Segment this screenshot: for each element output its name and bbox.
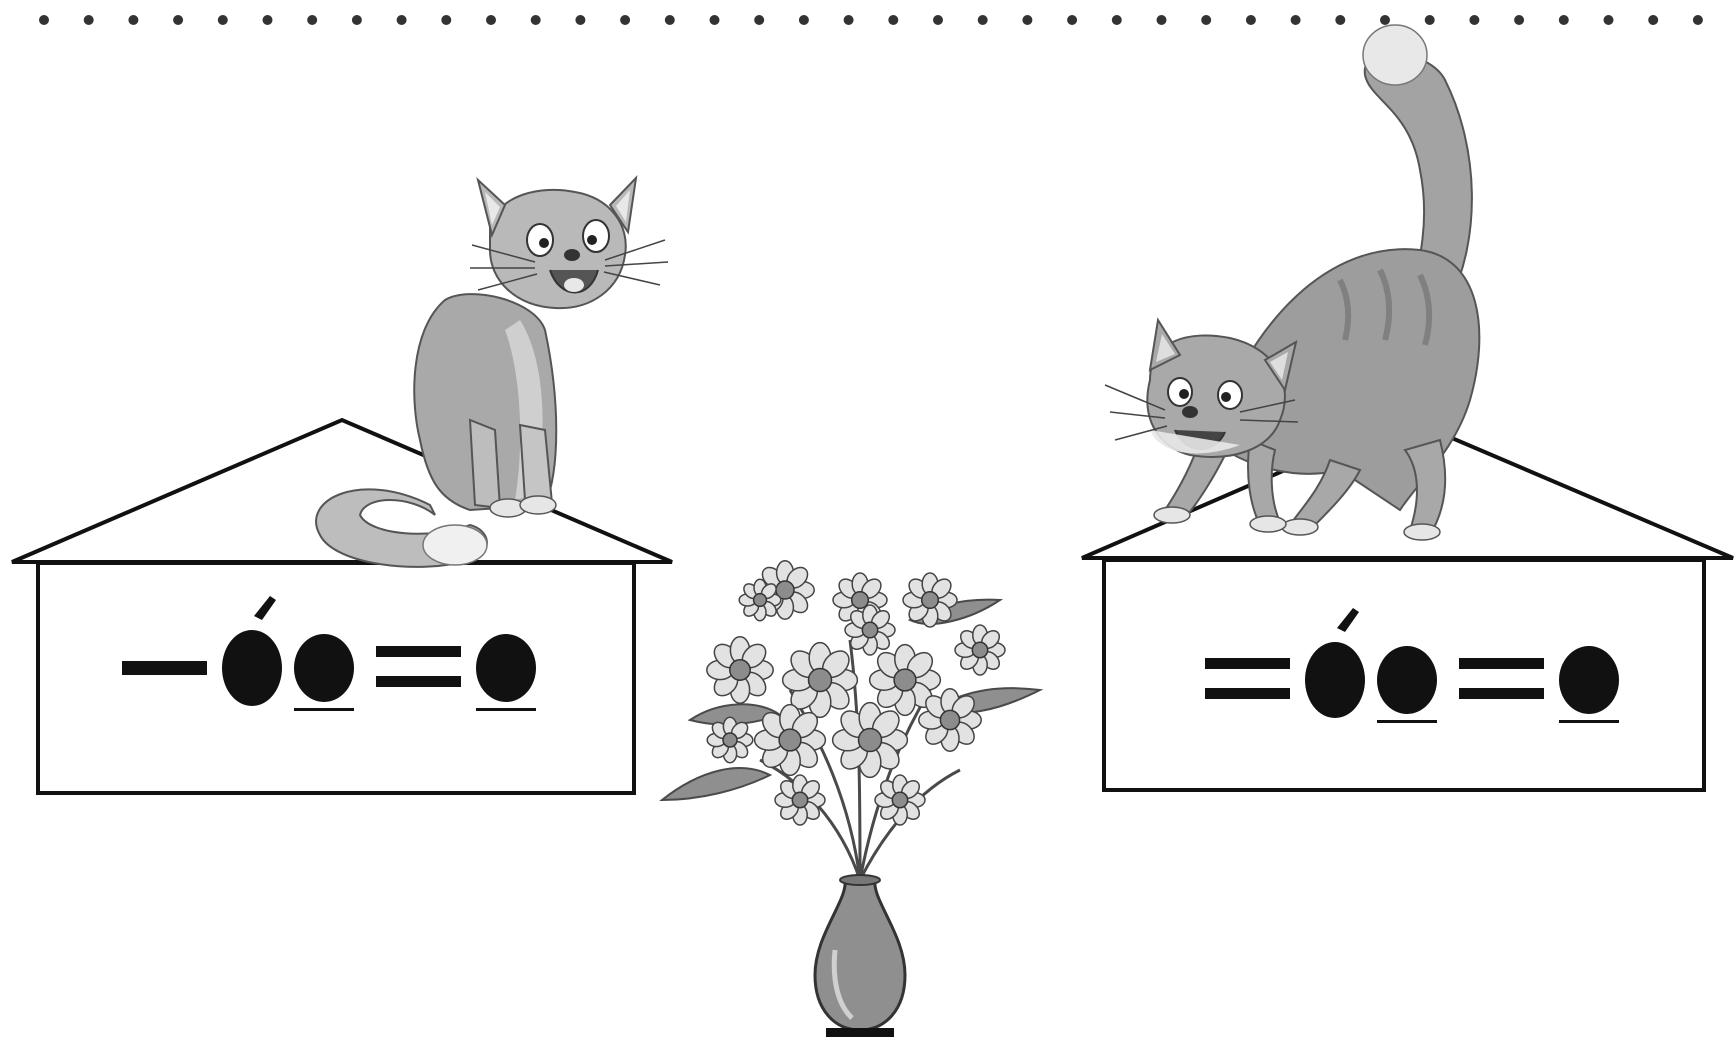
flower-bouquet	[706, 560, 1006, 826]
border-dot	[173, 15, 184, 25]
flower	[753, 703, 827, 777]
flower-center	[778, 728, 802, 752]
flower-center	[722, 732, 738, 748]
scheme-stress-mark	[1337, 608, 1359, 632]
border-dot	[1424, 15, 1435, 25]
arched-cat-icon	[1104, 24, 1481, 541]
flower-center	[857, 727, 883, 753]
sitting-cat-icon	[315, 175, 669, 568]
flower	[868, 643, 942, 717]
border-dot	[1603, 15, 1614, 25]
flower-center	[752, 592, 768, 608]
flower	[774, 774, 826, 826]
border-dot	[1648, 15, 1659, 25]
flower-center	[939, 709, 961, 731]
scheme-vowel-dot	[476, 634, 536, 702]
border-dot	[1245, 15, 1256, 25]
border-dot	[396, 15, 407, 25]
flower	[954, 624, 1006, 676]
left-house	[11, 417, 673, 795]
flower-center	[791, 791, 809, 809]
scheme-vowel-dot	[222, 630, 282, 706]
scheme-double-line-bottom	[1459, 688, 1544, 699]
border-dot	[1156, 15, 1167, 25]
flower	[918, 688, 982, 752]
scheme-double-line-bottom	[376, 676, 461, 687]
flower-center	[850, 590, 870, 610]
scheme-underline	[294, 708, 354, 711]
flower-center	[807, 667, 833, 693]
border-dot	[664, 15, 675, 25]
scheme-vowel-dot	[294, 634, 354, 702]
flower	[844, 604, 896, 656]
border-dot	[217, 15, 228, 25]
border-dot	[1201, 15, 1212, 25]
border-dot	[530, 15, 541, 25]
border-dot	[128, 15, 139, 25]
border-dot	[620, 15, 631, 25]
dotted-border	[39, 15, 1703, 25]
border-dot	[1022, 15, 1033, 25]
scheme-stress-mark	[254, 596, 276, 620]
scheme-underline	[476, 708, 536, 711]
border-dot	[977, 15, 988, 25]
border-dot	[1335, 15, 1346, 25]
border-dot	[1469, 15, 1480, 25]
flower-center	[729, 659, 751, 681]
scheme-vowel-dot	[1305, 642, 1365, 718]
border-dot	[307, 15, 318, 25]
border-dot	[1067, 15, 1078, 25]
border-dot	[441, 15, 452, 25]
flower	[831, 701, 909, 779]
flower	[706, 636, 774, 704]
border-dot	[798, 15, 809, 25]
flower	[738, 578, 782, 622]
border-dot	[754, 15, 765, 25]
flower	[874, 774, 926, 826]
border-dot	[888, 15, 899, 25]
flower-center	[920, 590, 940, 610]
border-dot	[1111, 15, 1122, 25]
right-house-word-scheme	[1205, 608, 1619, 723]
flower	[902, 572, 958, 628]
flower	[781, 641, 859, 719]
left-house-word-scheme	[122, 596, 536, 711]
border-dot	[1514, 15, 1525, 25]
scheme-vowel-dot	[1377, 646, 1437, 714]
scheme-double-line-bottom	[1205, 688, 1290, 699]
flower-center	[893, 668, 917, 692]
flower-center	[861, 621, 879, 639]
scheme-vowel-dot	[1559, 646, 1619, 714]
border-dot	[575, 15, 586, 25]
scheme-double-line-top	[376, 646, 461, 657]
scheme-single-line	[122, 661, 207, 675]
border-dot	[39, 15, 49, 25]
border-dot	[83, 15, 94, 25]
scheme-underline	[1377, 720, 1437, 723]
border-dot	[351, 15, 362, 25]
border-dot	[843, 15, 854, 25]
scheme-double-line-top	[1459, 658, 1544, 669]
flower-vase-icon	[659, 560, 1044, 1037]
border-dot	[262, 15, 273, 25]
scheme-underline	[1559, 720, 1619, 723]
vase	[813, 878, 907, 1032]
scheme-double-line-top	[1205, 658, 1290, 669]
border-dot	[486, 15, 496, 25]
flower-center	[891, 791, 909, 809]
border-dot	[709, 15, 720, 25]
border-dot	[1380, 15, 1390, 25]
border-dot	[933, 15, 943, 25]
border-dot	[1558, 15, 1569, 25]
border-dot	[1692, 15, 1703, 25]
border-dot	[1290, 15, 1301, 25]
flower-center	[971, 641, 989, 659]
flower	[706, 716, 754, 764]
